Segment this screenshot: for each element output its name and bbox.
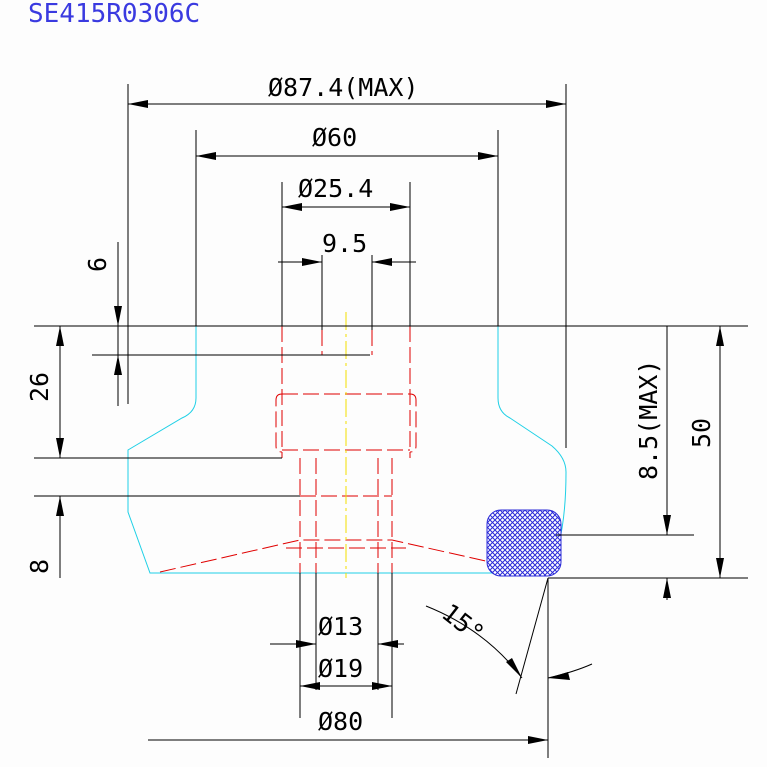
dim-h-8-5-max: 8.5(MAX) xyxy=(634,360,663,480)
dimension-labels: Ø87.4(MAX) Ø60 Ø25.4 9.5 6 26 8 8.5(MAX)… xyxy=(25,73,716,736)
dimension-lines xyxy=(34,84,748,758)
dim-d-max: Ø87.4(MAX) xyxy=(268,73,419,102)
dim-d-60: Ø60 xyxy=(312,123,357,152)
dim-d-80: Ø80 xyxy=(318,707,363,736)
dim-d-19: Ø19 xyxy=(318,654,363,683)
dim-w-9-5: 9.5 xyxy=(322,229,367,258)
dim-h-50: 50 xyxy=(687,418,716,448)
dim-h-6: 6 xyxy=(83,257,112,272)
dim-d-25-4: Ø25.4 xyxy=(298,174,373,203)
hatched-seal xyxy=(486,509,562,577)
drawing-title: SE415R0306C xyxy=(28,0,200,29)
dim-angle-15: 15° xyxy=(436,598,489,649)
hidden-lines xyxy=(159,326,491,573)
dim-h-8: 8 xyxy=(25,559,54,574)
dim-h-26: 26 xyxy=(25,372,54,402)
dim-d-13: Ø13 xyxy=(318,612,363,641)
